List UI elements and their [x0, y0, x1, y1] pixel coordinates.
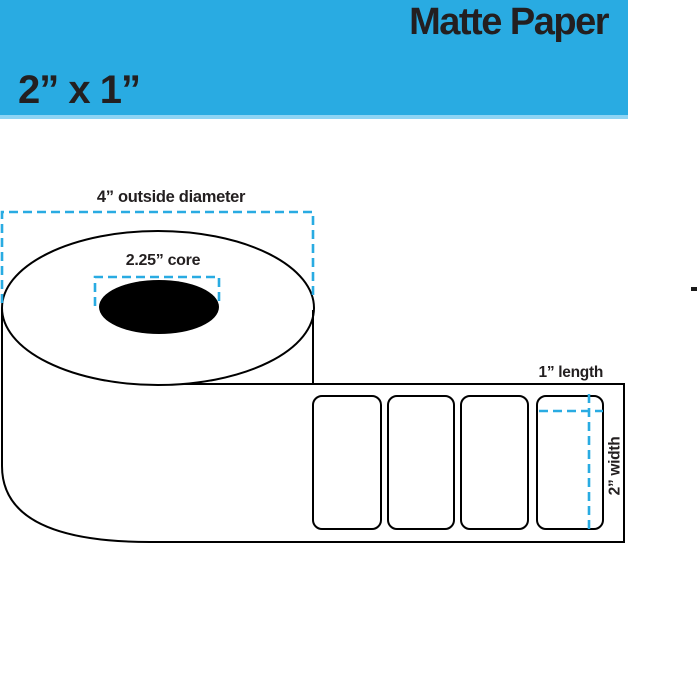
material-title: Matte Paper — [409, 1, 609, 43]
outside-diameter-label: 4” outside diameter — [96, 188, 246, 206]
label-length-label: 1” length — [538, 364, 604, 381]
label-width-label: 2” width — [606, 436, 624, 496]
label-size-title: 2” x 1” — [18, 68, 141, 112]
core-guide-dashes — [93, 275, 221, 306]
core-size-label: 2.25” core — [125, 252, 201, 269]
label-blank-1 — [312, 395, 382, 530]
label-blank-4 — [536, 395, 604, 530]
title-banner: Matte Paper 2” x 1” — [0, 0, 628, 119]
cropped-edge-mark — [691, 287, 697, 291]
roll-core-hole — [99, 280, 219, 334]
label-blank-3 — [460, 395, 529, 530]
outside-diameter-guide-dashes — [0, 210, 315, 303]
label-blank-2 — [387, 395, 455, 530]
